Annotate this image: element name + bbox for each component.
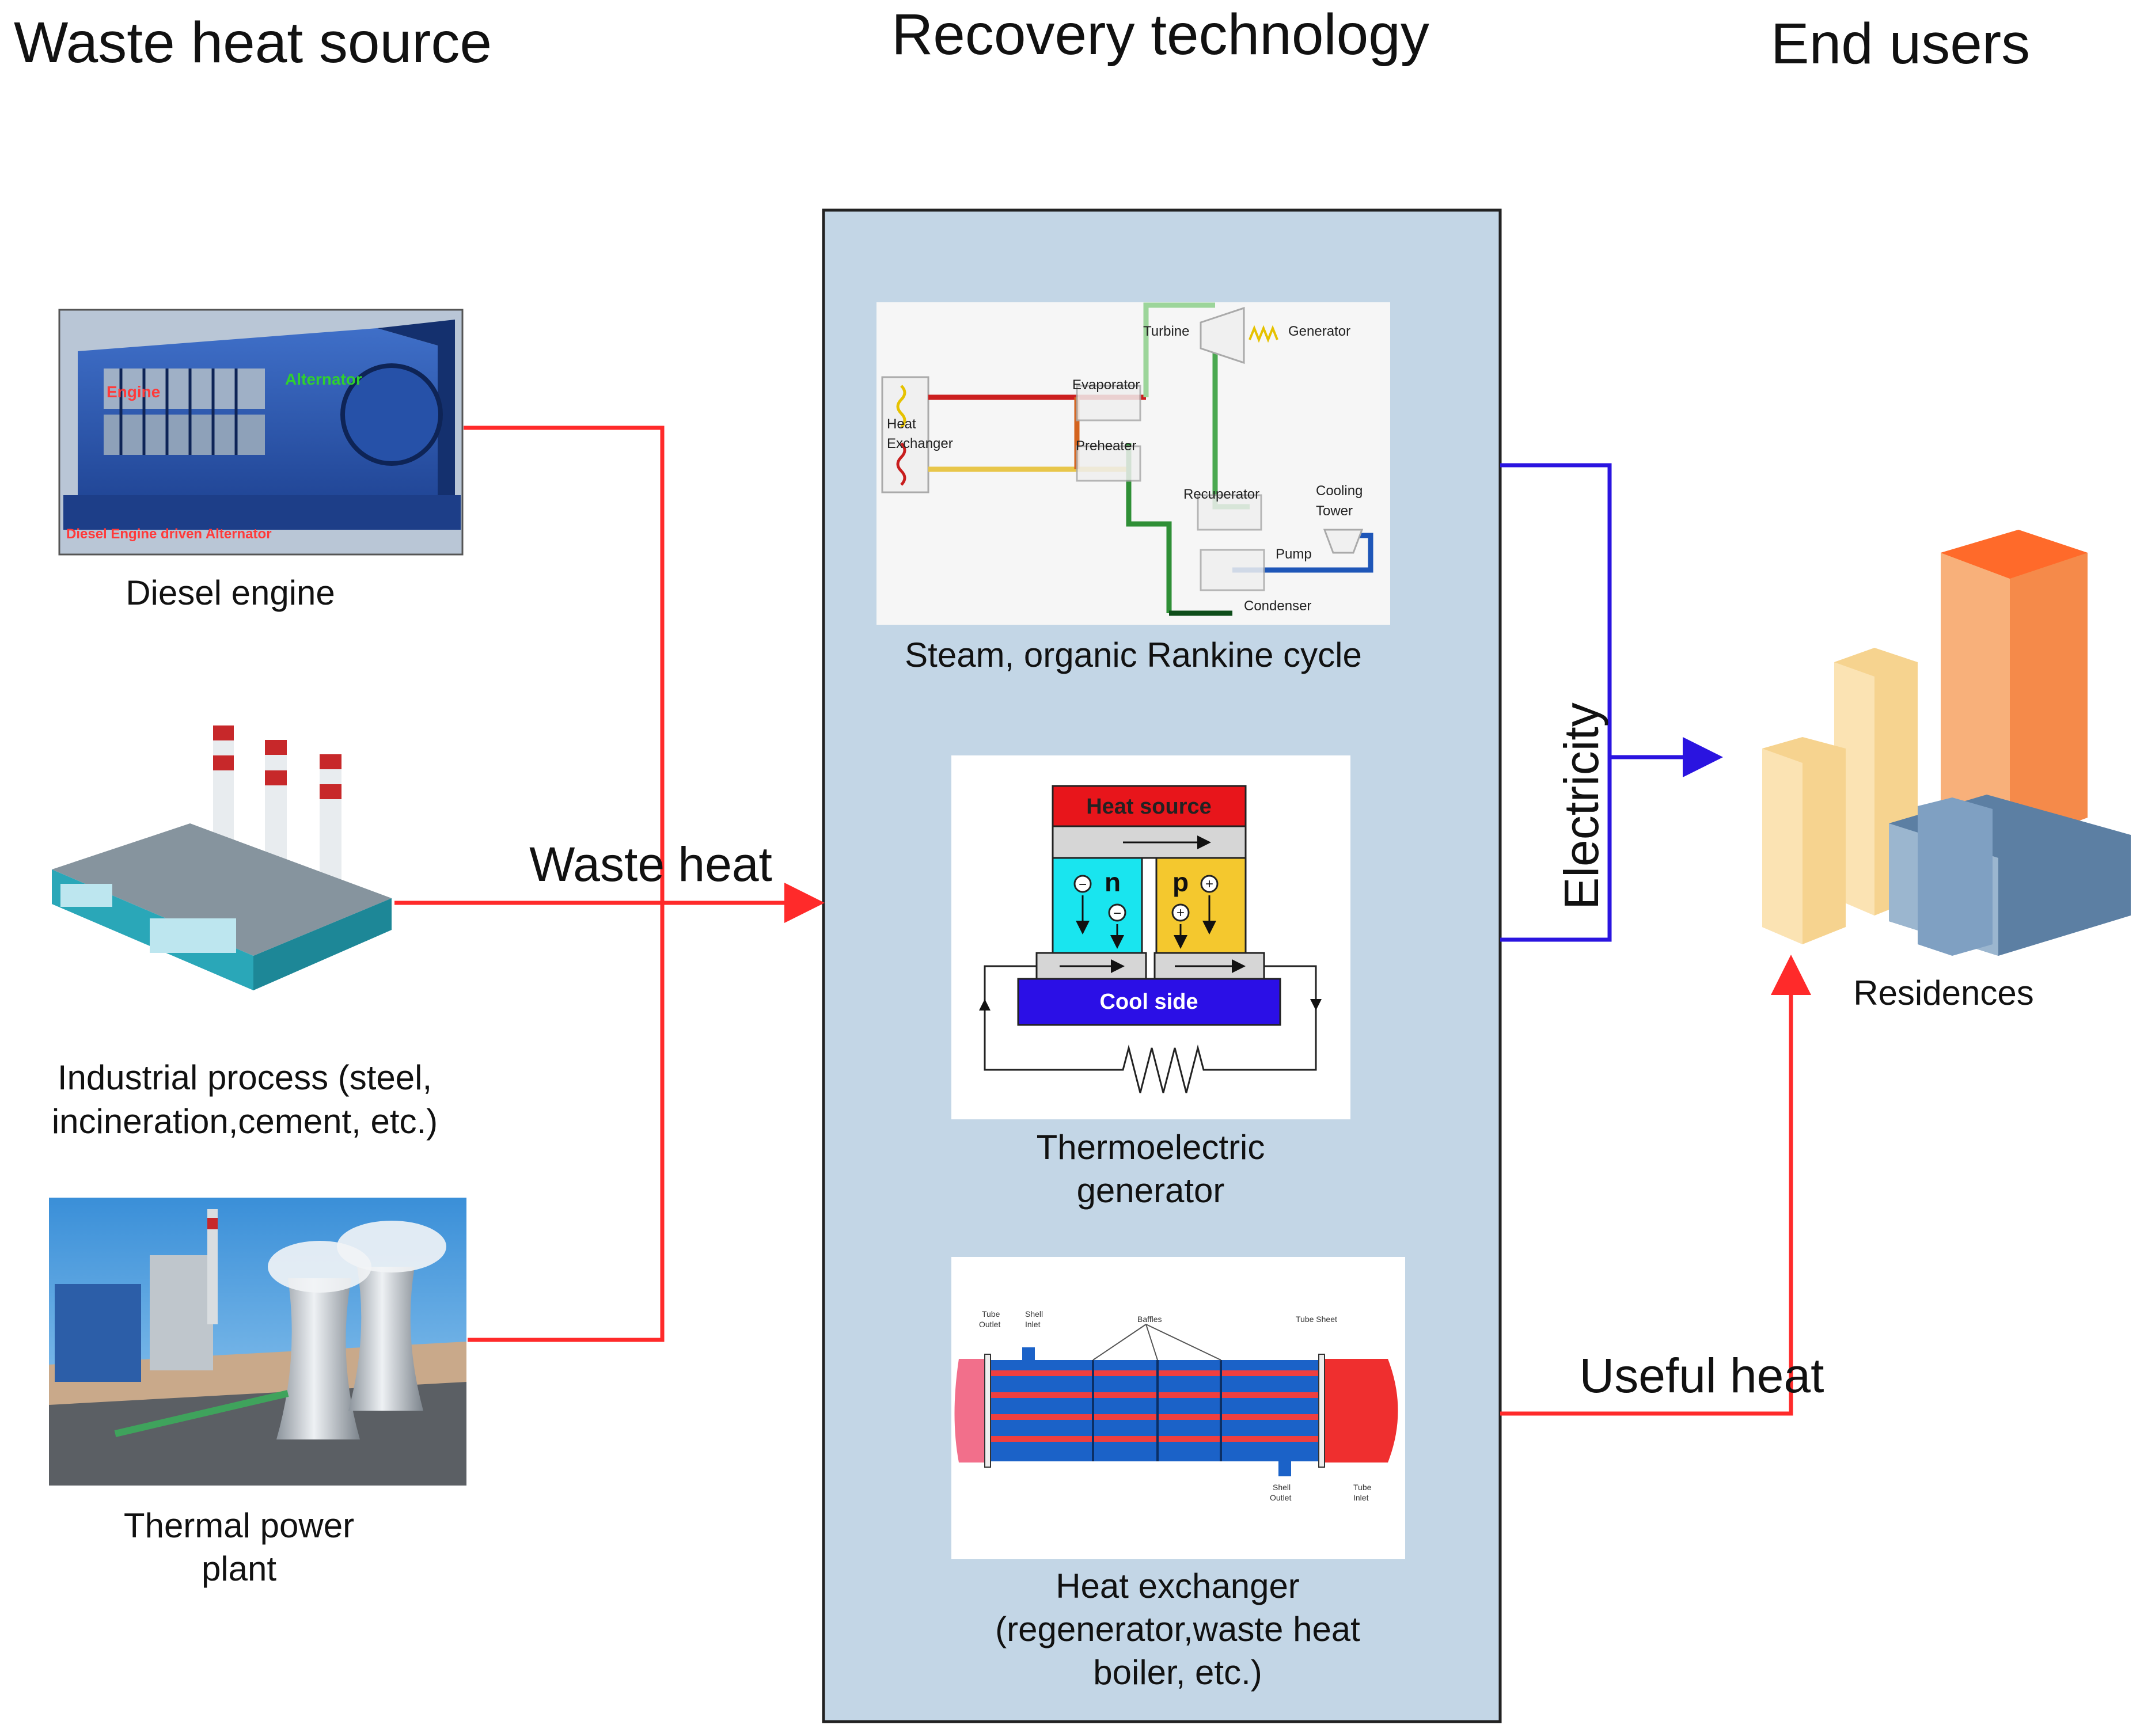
caption-residences: Residences: [1853, 974, 2034, 1012]
electricity-flow-lines: [1500, 463, 1723, 942]
diesel-photo-banner: Diesel Engine driven Alternator: [66, 526, 272, 542]
caption-hx-line1: Heat exchanger: [1056, 1567, 1300, 1605]
header-recovery-technology: Recovery technology: [891, 2, 1429, 67]
caption-industrial-line2: incineration,cement, etc.): [52, 1102, 438, 1141]
label-useful-heat: Useful heat: [1580, 1348, 1824, 1403]
caption-teg-line2: generator: [1077, 1171, 1225, 1210]
orc-label-condenser: Condenser: [1244, 598, 1311, 614]
header-waste-heat-source: Waste heat source: [14, 10, 492, 75]
teg-p-label: p: [1172, 867, 1189, 897]
hx-label-shell-inlet-1: Shell: [1025, 1309, 1043, 1319]
hx-label-tube-outlet-2: Outlet: [979, 1320, 1000, 1329]
diesel-photo-label-engine: Engine: [107, 383, 160, 401]
header-end-users: End users: [1771, 12, 2030, 76]
caption-teg-line1: Thermoelectric: [1037, 1128, 1265, 1167]
orc-turbine-shape: [1200, 306, 1245, 364]
orc-label-cooling: Cooling: [1316, 483, 1363, 499]
teg-cool-side-block: [1017, 978, 1281, 1026]
orc-preheater-box: [1076, 445, 1141, 482]
orc-label-preheater: Preheater: [1076, 438, 1136, 454]
waste-heat-flow-lines: [394, 426, 825, 1342]
hx-label-tube-outlet-1: Tube: [982, 1309, 1000, 1319]
thermal-power-plant-photo: [49, 1198, 466, 1486]
orc-label-tower: Tower: [1316, 503, 1353, 519]
label-waste-heat: Waste heat: [529, 837, 772, 891]
hx-left-head: [954, 1359, 988, 1463]
heat-exchanger-diagram: Tube Outlet Shell Inlet Baffles Tube She…: [951, 1257, 1405, 1559]
teg-n-label: n: [1105, 867, 1121, 897]
hx-label-tube-sheet: Tube Sheet: [1296, 1315, 1337, 1324]
useful-heat-flow-line: [1500, 955, 1811, 1416]
teg-hole-2: +: [1177, 905, 1185, 921]
teg-electron-1: −: [1079, 877, 1087, 892]
orc-label-evaporator: Evaporator: [1072, 377, 1140, 393]
teg-hole-1: +: [1205, 876, 1213, 892]
hx-right-head: [1322, 1359, 1398, 1463]
diesel-engine-photo: Engine Alternator Diesel Engine driven A…: [58, 309, 464, 556]
orc-recuperator-box: [1197, 494, 1262, 531]
orc-label-generator: Generator: [1288, 324, 1350, 339]
residences-buildings-icon: [1762, 530, 2131, 956]
diesel-photo-label-alternator: Alternator: [285, 370, 362, 388]
teg-heat-source-block: [1052, 785, 1247, 827]
hx-label-baffles: Baffles: [1137, 1315, 1162, 1324]
caption-thermal-line1: Thermal power: [124, 1506, 354, 1545]
caption-hx-line3: boiler, etc.): [1093, 1653, 1262, 1692]
orc-diagram: Turbine Generator Evaporator Heat Exchan…: [876, 302, 1390, 625]
label-electricity: Electricity: [1554, 702, 1608, 909]
caption-hx-line2: (regenerator,waste heat: [995, 1610, 1360, 1648]
orc-condenser-box: [1200, 549, 1265, 591]
hx-label-shell-inlet-2: Inlet: [1025, 1320, 1041, 1329]
teg-diagram: Heat source n p − − + + Cool side: [951, 755, 1350, 1119]
orc-label-recuperator: Recuperator: [1183, 487, 1259, 502]
teg-cool-side-label: Cool side: [1099, 990, 1198, 1014]
orc-label-pump: Pump: [1276, 546, 1312, 562]
orc-label-exchanger: Exchanger: [887, 436, 953, 451]
caption-diesel-engine: Diesel engine: [126, 573, 335, 612]
teg-p-leg: [1155, 857, 1247, 954]
orc-generator-coil: [1249, 325, 1278, 343]
hx-label-tube-inlet-1: Tube: [1353, 1483, 1372, 1492]
caption-industrial-line1: Industrial process (steel,: [58, 1058, 432, 1097]
caption-orc: Steam, organic Rankine cycle: [905, 636, 1362, 674]
teg-external-circuit: [984, 965, 1317, 1093]
hx-label-shell-outlet-1: Shell: [1273, 1483, 1291, 1492]
orc-evaporator-box: [1076, 385, 1141, 421]
orc-heat-exchanger-box: [881, 376, 929, 493]
teg-heat-source-label: Heat source: [1086, 795, 1212, 819]
hx-label-shell-outlet-2: Outlet: [1270, 1493, 1291, 1502]
hx-shell: [991, 1360, 1319, 1461]
orc-label-heat: Heat: [887, 416, 916, 432]
caption-thermal-line2: plant: [202, 1549, 276, 1588]
teg-electron-2: −: [1113, 906, 1121, 921]
orc-cooling-tower-shape: [1323, 529, 1364, 554]
teg-n-leg: [1052, 857, 1143, 954]
orc-label-turbine: Turbine: [1143, 324, 1189, 339]
hx-label-tube-inlet-2: Inlet: [1353, 1493, 1369, 1502]
industrial-factory-icon: [52, 725, 392, 990]
